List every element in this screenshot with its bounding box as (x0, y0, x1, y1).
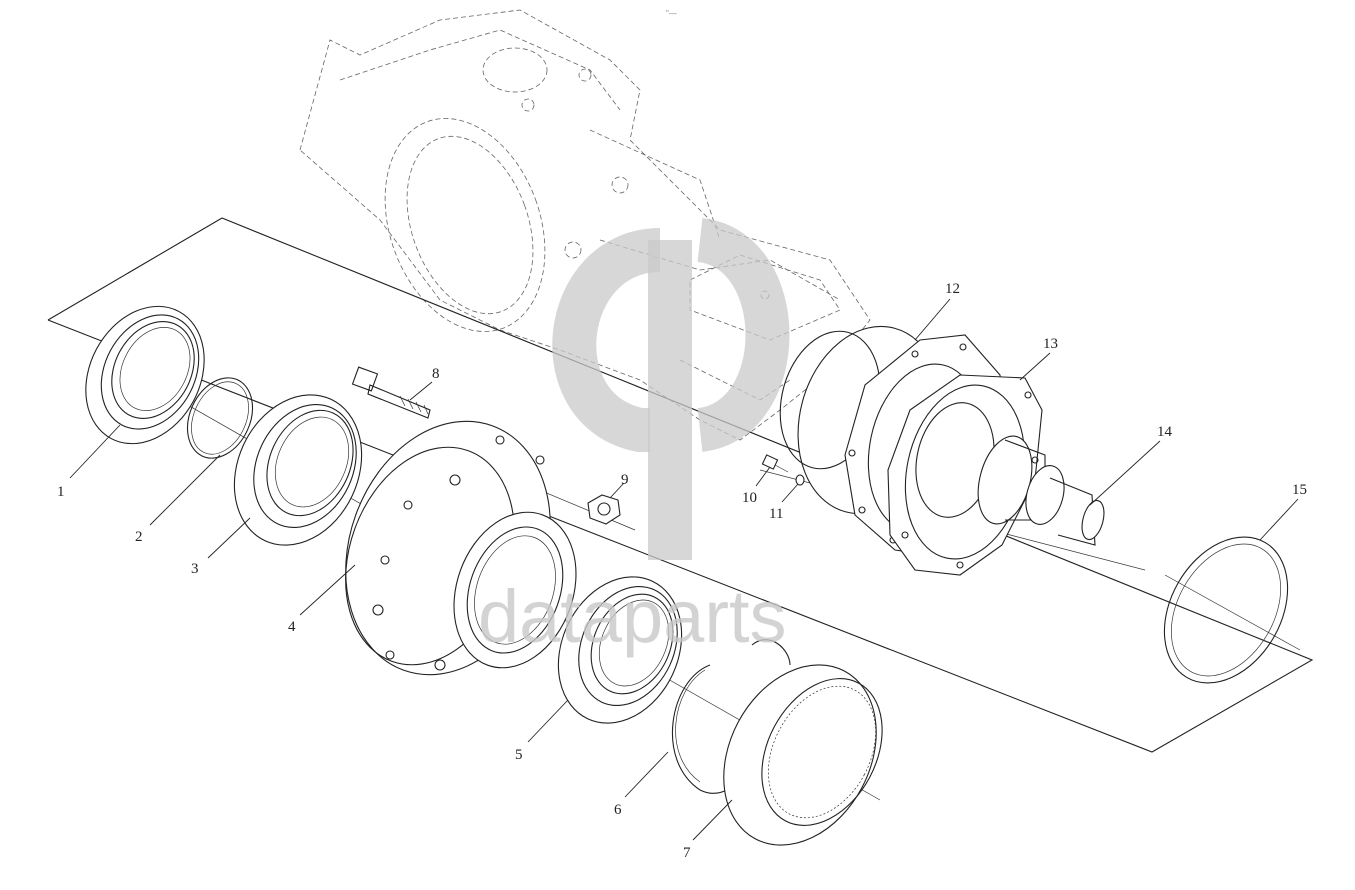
label-part-4[interactable]: 4 (288, 619, 296, 635)
part-13-carrier (887, 374, 1043, 576)
part-9-nut (587, 494, 621, 525)
part-15-ring (1163, 536, 1289, 684)
label-part-6[interactable]: 6 (614, 802, 622, 818)
label-part-10[interactable]: 10 (742, 490, 757, 506)
part-1-seal (85, 305, 205, 445)
part-3-bearing (233, 394, 363, 546)
label-part-1[interactable]: 1 (57, 484, 65, 500)
part-14-shaft (977, 435, 1105, 546)
label-part-3[interactable]: 3 (191, 561, 199, 577)
leader-lines (69, 298, 1299, 841)
label-part-15[interactable]: 15 (1292, 482, 1307, 498)
label-part-5[interactable]: 5 (515, 747, 523, 763)
label-part-11[interactable]: 11 (769, 506, 783, 522)
part-10-screw (761, 454, 789, 473)
watermark: dataparts (478, 218, 790, 658)
part-2-ring (186, 377, 254, 459)
part-labels: 1 2 3 4 5 6 7 8 9 10 11 12 13 14 15 (57, 281, 1307, 861)
label-part-9[interactable]: 9 (621, 472, 629, 488)
part-11-washer (795, 474, 805, 486)
label-part-8[interactable]: 8 (432, 366, 440, 382)
part-8-bolt (351, 366, 431, 419)
part-4-hub (345, 420, 577, 676)
part-7-ring-gear (723, 639, 883, 846)
label-part-12[interactable]: 12 (945, 281, 960, 297)
label-part-7[interactable]: 7 (683, 845, 691, 861)
label-part-14[interactable]: 14 (1157, 424, 1173, 440)
label-part-13[interactable]: 13 (1043, 336, 1058, 352)
header-mark: "— (666, 9, 677, 18)
part-5-bearing (557, 576, 683, 724)
watermark-text: dataparts (478, 575, 787, 658)
label-part-2[interactable]: 2 (135, 529, 143, 545)
